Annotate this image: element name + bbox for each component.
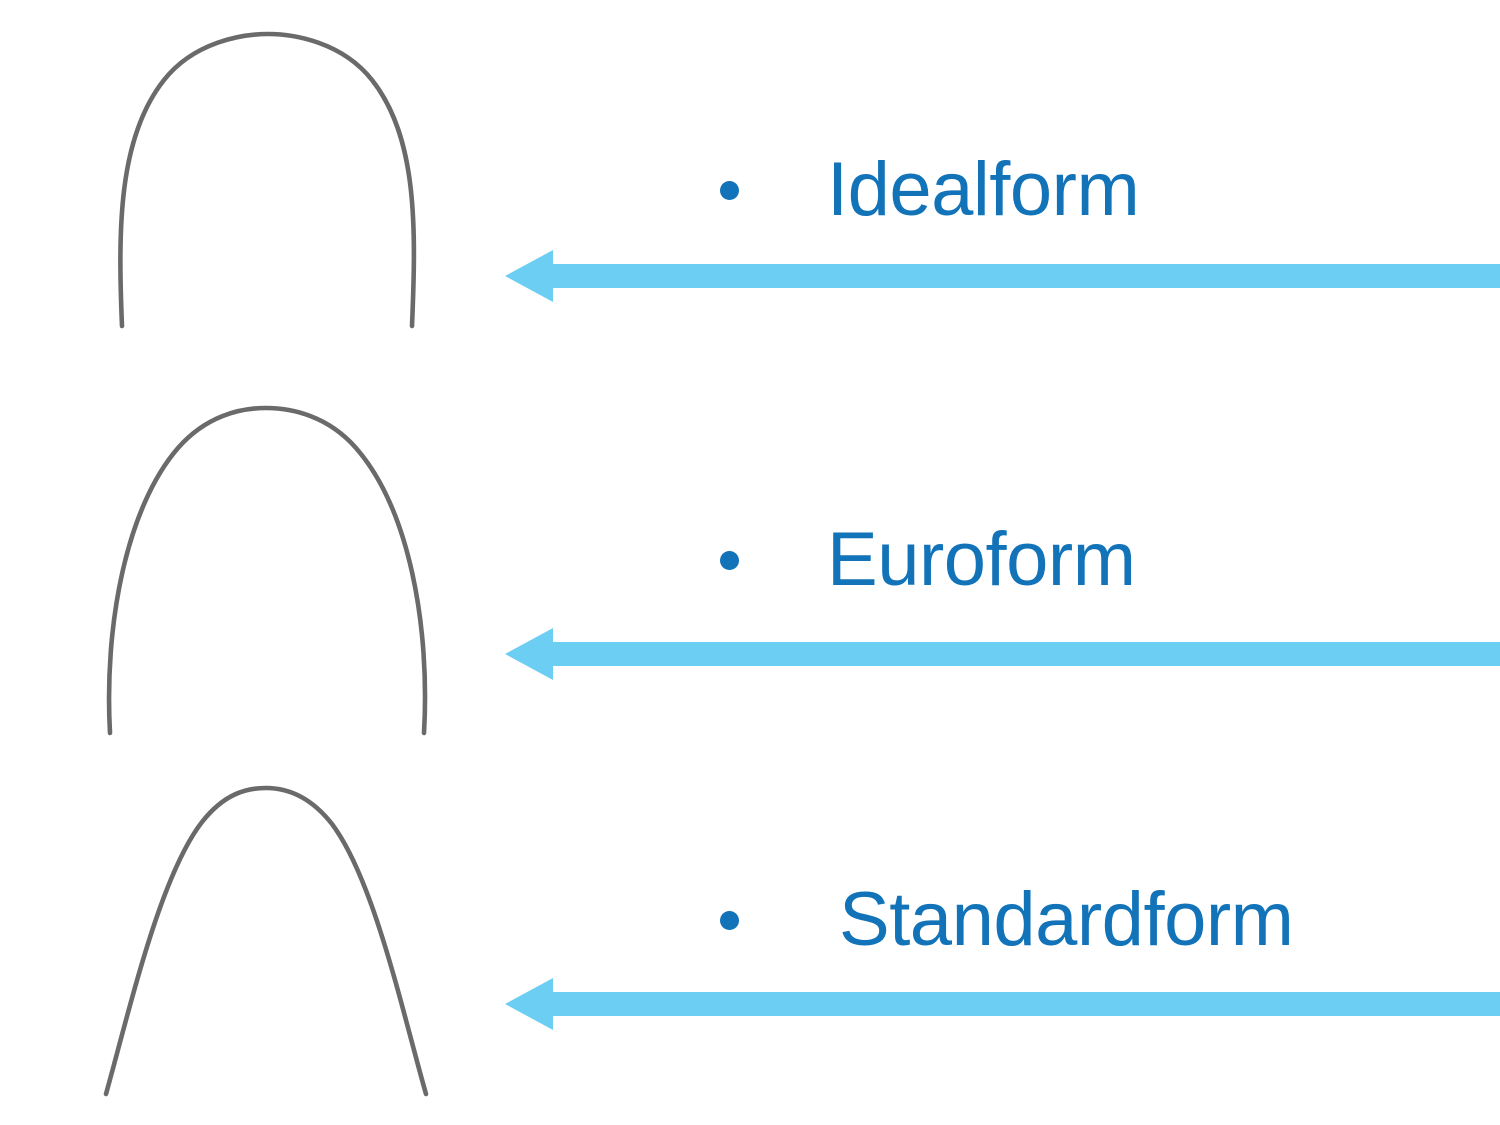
archwire-figure-idealform <box>60 18 480 358</box>
arrow-standardform <box>505 978 1500 1030</box>
list-item-euroform: Euroform <box>720 512 1490 608</box>
list-item-standardform: Standardform <box>720 872 1490 968</box>
tapered-archwire-icon <box>103 785 429 1097</box>
arrow-euroform <box>505 628 1500 680</box>
archwire-figure-standardform <box>60 772 480 1112</box>
left-arrow-icon <box>505 250 1500 302</box>
list-item-idealform: Idealform <box>720 142 1490 238</box>
list-item-label: Standardform <box>839 877 1294 962</box>
arrow-idealform <box>505 250 1500 302</box>
list-item-label: Idealform <box>827 147 1140 232</box>
left-arrow-icon <box>505 978 1500 1030</box>
archwire-figure-euroform <box>60 398 480 738</box>
square-archwire-icon <box>118 31 417 329</box>
list-item-label: Euroform <box>827 517 1136 602</box>
bullet-dot-icon <box>720 180 739 200</box>
bullet-dot-icon <box>720 910 739 930</box>
ovoid-archwire-icon <box>106 405 428 736</box>
bullet-dot-icon <box>720 550 739 570</box>
left-arrow-icon <box>505 628 1500 680</box>
